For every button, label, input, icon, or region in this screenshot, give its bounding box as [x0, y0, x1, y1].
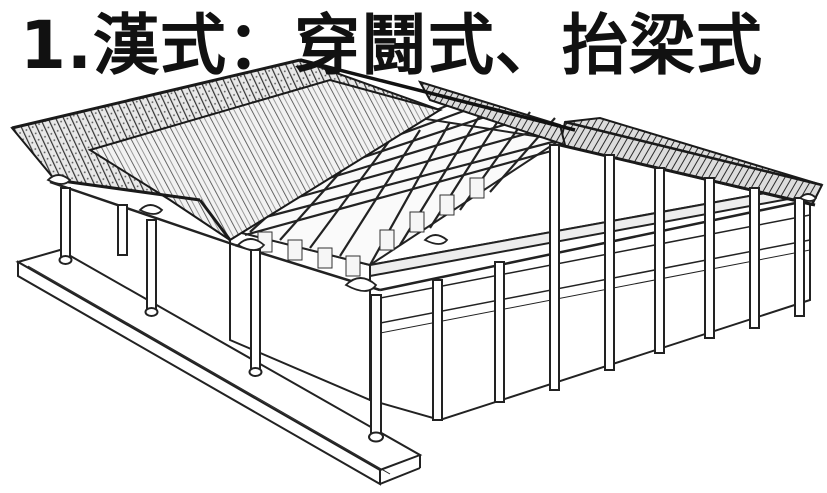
side-columns — [432, 144, 805, 421]
brackets — [46, 174, 818, 292]
grid-panels — [257, 177, 485, 277]
platform — [15, 248, 423, 486]
page-title: 1.漢式：穿鬪式、抬梁式 — [20, 7, 763, 84]
left-roof — [10, 58, 443, 242]
roof-ridge — [299, 58, 576, 132]
